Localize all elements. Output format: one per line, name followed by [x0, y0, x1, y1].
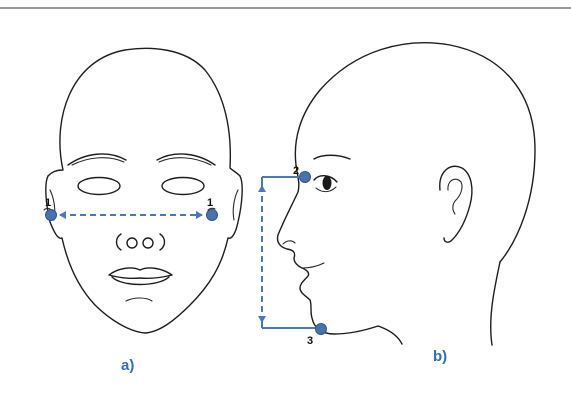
- side-panel-label: b): [433, 348, 447, 365]
- front-nostril-right: [142, 237, 154, 249]
- side-neck-back: [490, 261, 501, 346]
- side-landmark-3-label: 3: [307, 335, 313, 347]
- front-nose-wing-right: [159, 233, 166, 251]
- front-eye-right: [161, 176, 205, 196]
- front-head-outline: [45, 47, 243, 334]
- front-eyebrow-left-inner: [71, 157, 125, 166]
- side-eye-lower: [315, 186, 337, 193]
- front-face: [45, 47, 243, 334]
- front-lower-lip: [111, 276, 170, 286]
- front-landmark-1-left-label: 1: [45, 197, 51, 209]
- front-upper-lip: [108, 267, 173, 280]
- front-landmark-1-right-dot: [206, 209, 218, 221]
- front-eyebrow-left: [67, 153, 127, 166]
- front-ear-right-detail: [232, 189, 239, 221]
- side-ear: [439, 165, 473, 243]
- front-nose-wing-left: [115, 233, 122, 251]
- front-landmark-1-left-tick: [43, 207, 51, 211]
- side-landmark-2-label: 2: [293, 165, 299, 177]
- front-landmark-1-right-label: 1: [207, 197, 213, 209]
- front-chin-mark: [125, 297, 153, 302]
- side-landmark-2-dot: [299, 171, 311, 183]
- side-eyebrow: [313, 154, 351, 160]
- side-head-profile: [276, 42, 536, 345]
- side-eye-pupil: [322, 176, 332, 190]
- front-landmark-1-right-tick: [207, 207, 216, 211]
- front-eyebrow-right-inner: [158, 157, 212, 166]
- front-landmark-1-left-dot: [45, 209, 57, 221]
- side-nostril: [282, 240, 296, 245]
- side-face: [276, 42, 536, 346]
- side-mouth-line: [301, 262, 325, 269]
- side-landmark-3-dot: [315, 323, 327, 335]
- side-ear-inner: [447, 178, 463, 215]
- front-eyebrow-right: [156, 153, 216, 166]
- front-eye-left: [77, 176, 121, 196]
- front-panel-label: a): [121, 357, 134, 374]
- side-eye-lid: [313, 175, 338, 183]
- front-nostril-left: [126, 237, 138, 249]
